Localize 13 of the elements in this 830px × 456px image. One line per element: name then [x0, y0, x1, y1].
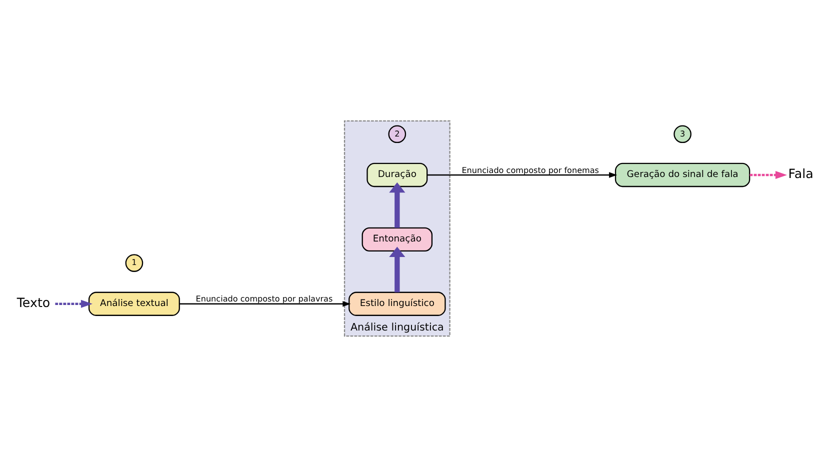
- node-box: Estilo linguístico: [348, 291, 446, 316]
- node-text: Fala: [788, 166, 814, 181]
- arrow: [55, 299, 92, 308]
- arrow: [389, 182, 406, 228]
- node-box: Entonação: [362, 226, 433, 252]
- node-box: Geração do sinal de fala: [614, 162, 750, 187]
- arrow: [427, 172, 618, 178]
- arrow: [750, 170, 787, 179]
- arrow: [180, 300, 351, 306]
- arrow: [389, 246, 406, 292]
- node-box: Duração: [366, 162, 428, 187]
- node-text: Texto: [16, 294, 50, 310]
- node-box: Análise textual: [88, 291, 180, 316]
